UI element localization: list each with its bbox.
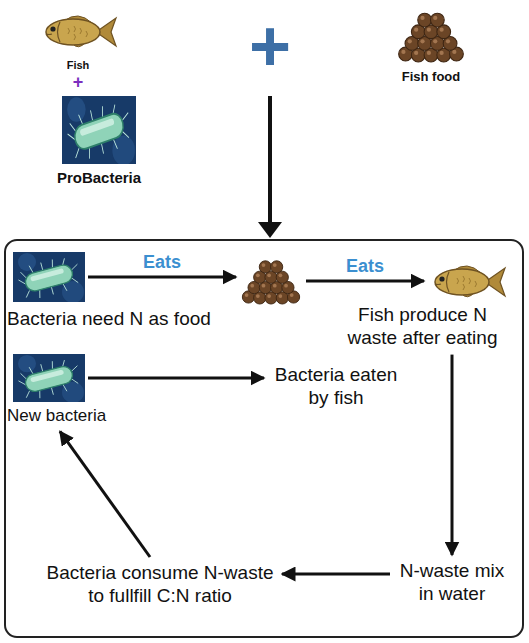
step-text: Fish produce N waste after eating — [337, 304, 508, 350]
cycle-step: New bacteria — [5, 352, 135, 428]
picture-caption: Fish — [0, 60, 178, 71]
step-text: Bacteria need N as food — [7, 308, 258, 331]
input-arrowhead — [258, 222, 282, 238]
flow-arrow — [451, 355, 454, 555]
flow-arrow — [60, 431, 150, 557]
edge-label: Eats — [122, 253, 202, 273]
fish-picture — [46, 16, 116, 47]
flow-arrow — [88, 377, 264, 380]
edge-label: Eats — [325, 257, 405, 277]
flow-arrow — [306, 280, 424, 283]
step-text: N-waste mix in water — [394, 560, 510, 606]
cycle-step — [238, 255, 304, 307]
input-arrow — [268, 96, 272, 224]
fish-food-picture — [399, 13, 464, 62]
step-text: Bacteria eaten by fish — [268, 364, 404, 410]
flow-arrow — [88, 276, 236, 279]
cycle-step: Bacteria consume N-waste to fullfill C:N… — [40, 560, 280, 610]
fish-picture — [427, 260, 507, 302]
flow-arrow — [282, 573, 390, 576]
picture-caption: Fish food — [331, 70, 529, 83]
cycle-step: Bacteria need N as food — [5, 250, 260, 333]
bacteria-picture — [13, 252, 85, 302]
step-text: Bacteria consume N-waste to fullfill C:N… — [42, 562, 278, 608]
picture-caption: ProBacteria — [0, 170, 199, 185]
system-frame — [5, 240, 523, 637]
plus-sign: + — [170, 10, 370, 82]
bacteria-picture — [13, 354, 85, 402]
step-text: New bacteria — [7, 406, 133, 426]
cycle-step: Bacteria eaten by fish — [266, 362, 406, 412]
fish-food-picture — [240, 257, 302, 305]
plus-sign: + — [0, 73, 178, 91]
bacteria-picture — [62, 96, 136, 165]
cycle-step: N-waste mix in water — [392, 558, 512, 608]
